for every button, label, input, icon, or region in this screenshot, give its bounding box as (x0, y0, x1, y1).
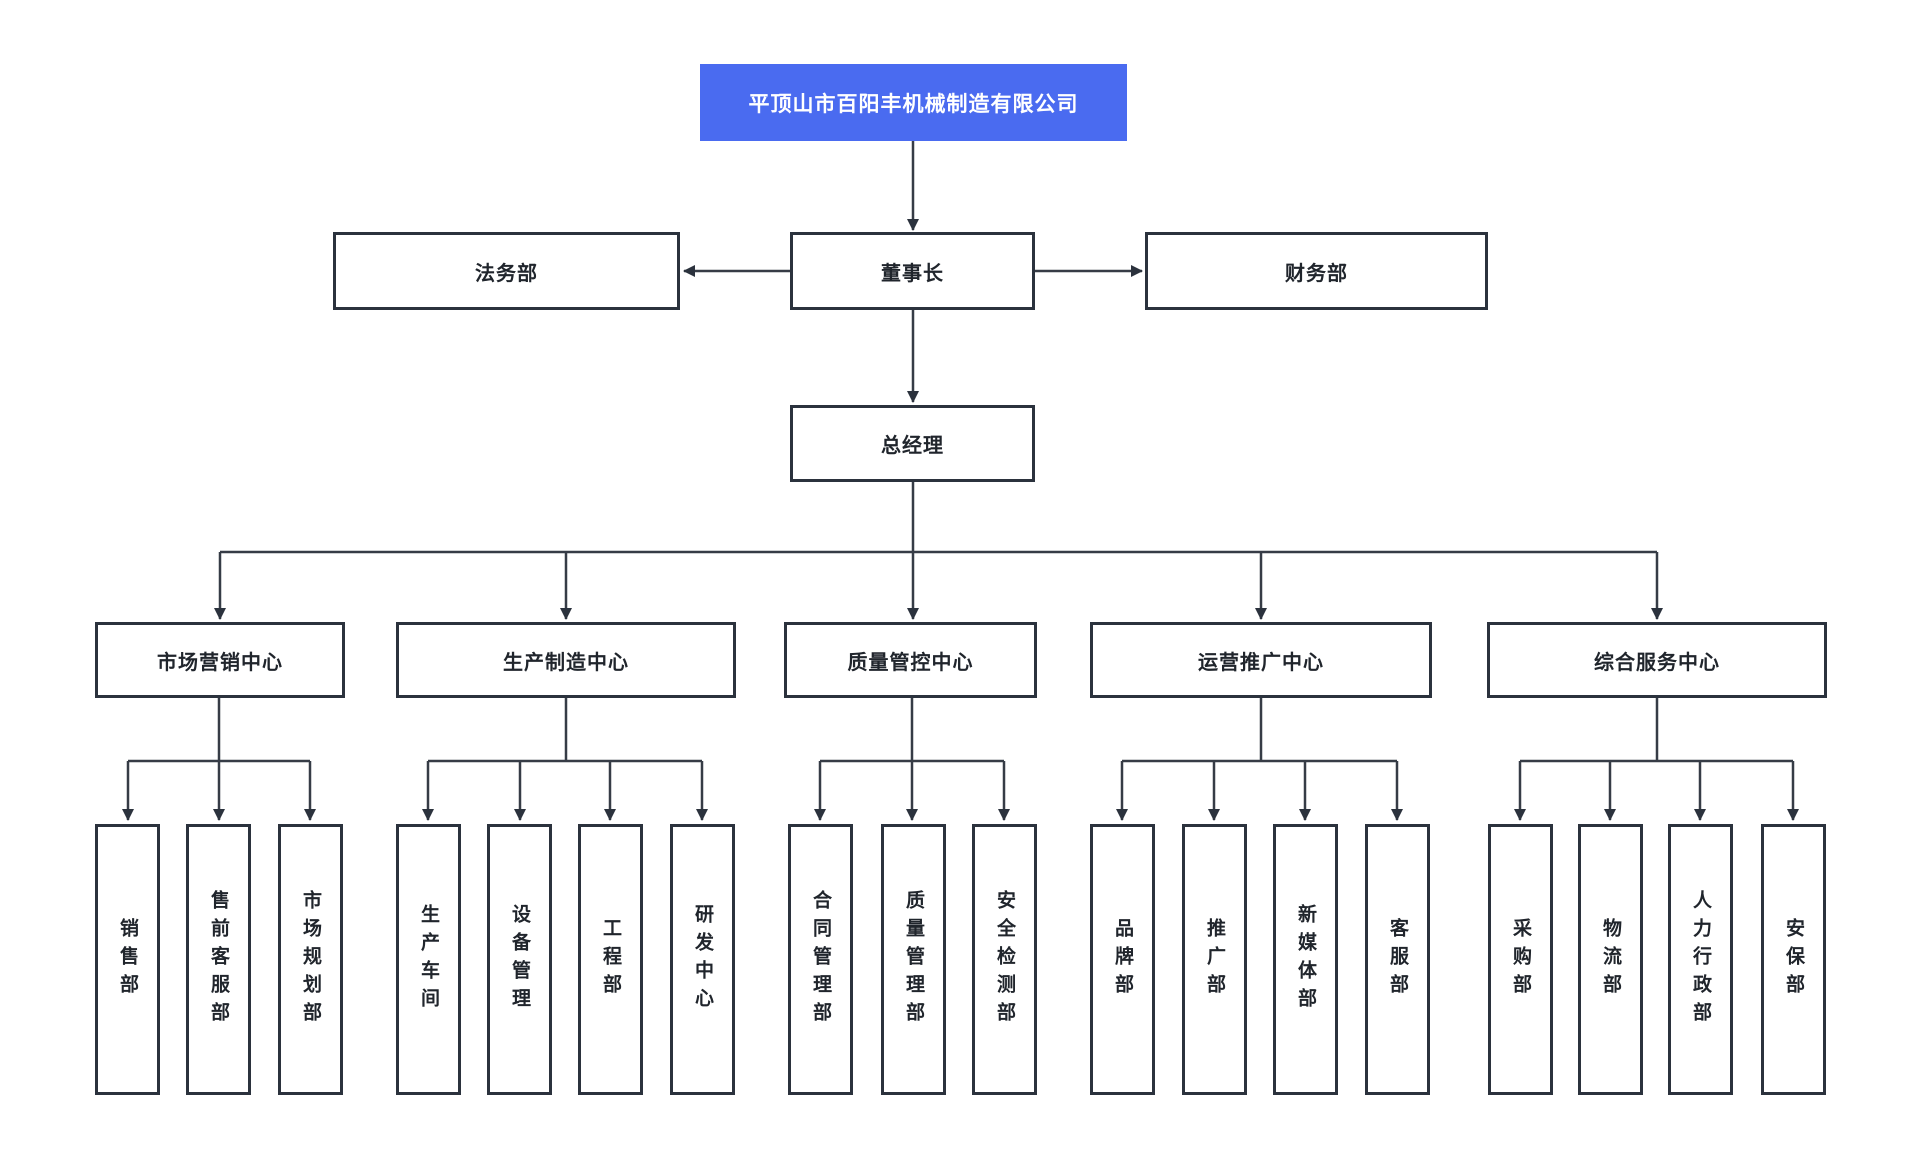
leaf-box-security: 安保部 (1761, 824, 1826, 1095)
dept-box-finance: 财务部 (1145, 232, 1488, 310)
leaf-box-workshop: 生产车间 (396, 824, 461, 1095)
connector-group5-bus (1520, 698, 1793, 763)
leaf-box-sales: 销售部 (95, 824, 160, 1095)
leaf-box-promotion: 推广部 (1182, 824, 1247, 1095)
leaf-box-safety-testing: 安全检测部 (972, 824, 1037, 1095)
leaf-label: 人力行政部 (1690, 889, 1711, 1030)
leaf-box-contract-mgmt: 合同管理部 (788, 824, 853, 1095)
leaf-label: 推广部 (1204, 917, 1225, 1002)
leaf-label: 安保部 (1783, 917, 1804, 1002)
connector-group1-bus (128, 698, 310, 763)
leaf-label: 物流部 (1600, 917, 1621, 1002)
connector-group2-bus (428, 698, 702, 763)
leaf-box-brand: 品牌部 (1090, 824, 1155, 1095)
leaf-box-procurement: 采购部 (1488, 824, 1553, 1095)
leaf-box-new-media: 新媒体部 (1273, 824, 1338, 1095)
leaf-label: 设备管理 (509, 903, 530, 1016)
leaf-label: 质量管理部 (903, 889, 924, 1030)
leaf-box-presales-service: 售前客服部 (186, 824, 251, 1095)
connector-group4-bus (1122, 698, 1397, 763)
leaf-box-logistics: 物流部 (1578, 824, 1643, 1095)
center-box-services: 综合服务中心 (1487, 622, 1827, 698)
chairman-box: 董事长 (790, 232, 1035, 310)
leaf-label: 销售部 (117, 917, 138, 1002)
leaf-label: 生产车间 (418, 903, 439, 1016)
leaf-label: 市场规划部 (300, 889, 321, 1030)
center-box-quality: 质量管控中心 (784, 622, 1037, 698)
general-manager-box: 总经理 (790, 405, 1035, 482)
leaf-label: 安全检测部 (994, 889, 1015, 1030)
leaf-label: 合同管理部 (810, 889, 831, 1030)
leaf-label: 客服部 (1387, 917, 1408, 1002)
leaf-label: 工程部 (600, 917, 621, 1002)
dept-box-legal: 法务部 (333, 232, 680, 310)
leaf-label: 研发中心 (692, 903, 713, 1016)
leaf-label: 采购部 (1510, 917, 1531, 1002)
leaf-box-customer-service: 客服部 (1365, 824, 1430, 1095)
center-box-production: 生产制造中心 (396, 622, 736, 698)
leaf-box-hr-admin: 人力行政部 (1668, 824, 1733, 1095)
center-box-operations: 运营推广中心 (1090, 622, 1432, 698)
leaf-label: 品牌部 (1112, 917, 1133, 1002)
connector-group3-bus (820, 698, 1004, 763)
leaf-label: 新媒体部 (1295, 903, 1316, 1016)
company-root-box: 平顶山市百阳丰机械制造有限公司 (700, 64, 1127, 141)
leaf-box-quality-mgmt: 质量管理部 (881, 824, 946, 1095)
leaf-label: 售前客服部 (208, 889, 229, 1030)
leaf-box-equipment: 设备管理 (487, 824, 552, 1095)
leaf-box-engineering: 工程部 (578, 824, 643, 1095)
center-box-marketing: 市场营销中心 (95, 622, 345, 698)
leaf-box-market-planning: 市场规划部 (278, 824, 343, 1095)
leaf-box-rnd: 研发中心 (670, 824, 735, 1095)
